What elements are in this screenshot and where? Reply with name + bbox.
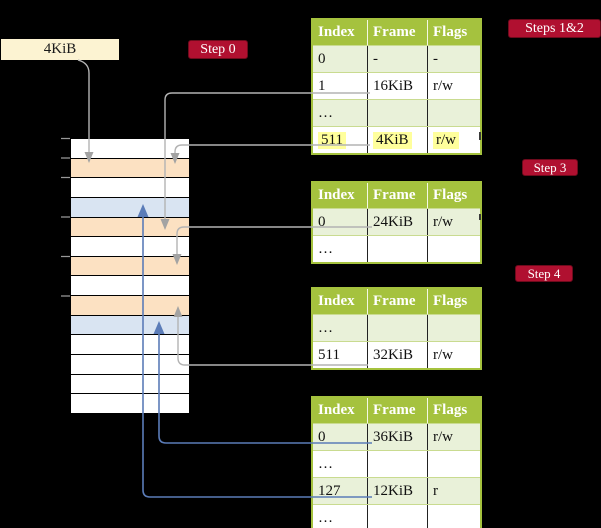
cell-flags (427, 315, 478, 341)
cell-frame: 4KiB (367, 127, 427, 153)
cell-index: 511 (313, 127, 367, 153)
memory-row-blue (71, 197, 189, 218)
memory-row-blue (71, 315, 189, 336)
cell-index: 0 (318, 428, 326, 445)
cell-index: 0 (318, 50, 326, 67)
memory-row-white (71, 355, 189, 375)
header-index: Index (318, 402, 355, 418)
cell-frame: 36KiB (367, 424, 427, 450)
memory-tick-marks (61, 137, 70, 297)
cell-flags: r/w (427, 127, 478, 153)
memory-row-white (71, 237, 189, 257)
cell-index: … (318, 455, 333, 472)
cell-index: 1 (318, 77, 326, 94)
cell-index: … (318, 319, 333, 336)
cell-index: … (318, 509, 333, 526)
cell-frame (367, 505, 427, 528)
cell-index: … (318, 104, 333, 121)
table-row: … (313, 450, 480, 477)
memory-row-peach (71, 217, 189, 238)
page-size-label: 4KiB (43, 41, 77, 57)
cell-index: 127 (318, 482, 341, 499)
cell-flags: r (427, 478, 478, 504)
table-row: 0 36KiB r/w (313, 423, 480, 450)
cell-index: 511 (318, 346, 340, 363)
table-row: 1 16KiB r/w (313, 72, 480, 99)
table-row: … (313, 235, 480, 262)
cell-flags (427, 451, 478, 477)
page-table-steps12: Index Frame Flags 0 - - 1 16KiB r/w … 51… (311, 18, 482, 155)
table-row: 0 - - (313, 45, 480, 72)
memory-row-white (71, 394, 189, 413)
table-header-row: Index Frame Flags (313, 398, 480, 423)
badge-step-3: Step 3 (522, 159, 578, 176)
cell-frame: 12KiB (367, 478, 427, 504)
table-row: 511 32KiB r/w (313, 341, 480, 368)
cell-frame: 32KiB (367, 342, 427, 368)
badge-step-4: Step 4 (515, 265, 573, 282)
cell-frame (367, 100, 427, 126)
cell-frame: - (367, 46, 427, 72)
cell-flags (427, 236, 478, 262)
cell-flags (427, 505, 478, 528)
memory-row-white (71, 178, 189, 198)
memory-row-peach (71, 256, 189, 277)
page-table-step4: Index Frame Flags … 511 32KiB r/w (311, 287, 482, 370)
header-index: Index (318, 293, 355, 309)
header-frame: Frame (367, 398, 427, 423)
cell-frame (367, 451, 427, 477)
cell-index: … (318, 240, 333, 257)
memory-row-white (71, 139, 189, 159)
header-frame: Frame (367, 183, 427, 208)
table-row: … (313, 504, 480, 528)
table-row: 127 12KiB r (313, 477, 480, 504)
table-row-highlighted: 511 4KiB r/w (313, 126, 480, 153)
cell-frame (367, 315, 427, 341)
page-table-final: Index Frame Flags 0 36KiB r/w … 127 12Ki… (311, 396, 482, 528)
highlight: r/w (433, 131, 459, 149)
table-row: … (313, 99, 480, 126)
memory-column (70, 138, 190, 414)
table-row: 0 24KiB r/w (313, 208, 480, 235)
header-index: Index (318, 24, 355, 40)
cell-frame: 24KiB (367, 209, 427, 235)
highlight: 511 (318, 131, 346, 149)
cell-frame (367, 236, 427, 262)
memory-row-peach (71, 296, 189, 316)
cell-flags (427, 100, 478, 126)
table-row: … (313, 314, 480, 341)
cell-frame: 16KiB (367, 73, 427, 99)
memory-row-white (71, 374, 189, 395)
cell-flags: r/w (427, 424, 478, 450)
highlight: 4KiB (373, 131, 412, 149)
table-header-row: Index Frame Flags (313, 20, 480, 45)
memory-row-white (71, 276, 189, 297)
cell-flags: r/w (427, 342, 478, 368)
header-index: Index (318, 187, 355, 203)
header-frame: Frame (367, 20, 427, 45)
cell-index: 0 (318, 213, 326, 230)
memory-row-white (71, 335, 189, 356)
header-flags: Flags (427, 183, 478, 208)
cell-flags: r/w (427, 73, 478, 99)
badge-steps-1-2: Steps 1&2 (508, 19, 601, 38)
header-flags: Flags (427, 289, 478, 314)
badge-step-0: Step 0 (188, 40, 248, 59)
memory-row-peach (71, 158, 189, 179)
table-header-row: Index Frame Flags (313, 183, 480, 208)
header-flags: Flags (427, 398, 478, 423)
header-flags: Flags (427, 20, 478, 45)
page-size-box: 4KiB (1, 39, 119, 60)
page-table-step3: Index Frame Flags 0 24KiB r/w … (311, 181, 482, 264)
cell-flags: r/w (427, 209, 478, 235)
table-header-row: Index Frame Flags (313, 289, 480, 314)
cell-flags: - (427, 46, 478, 72)
header-frame: Frame (367, 289, 427, 314)
